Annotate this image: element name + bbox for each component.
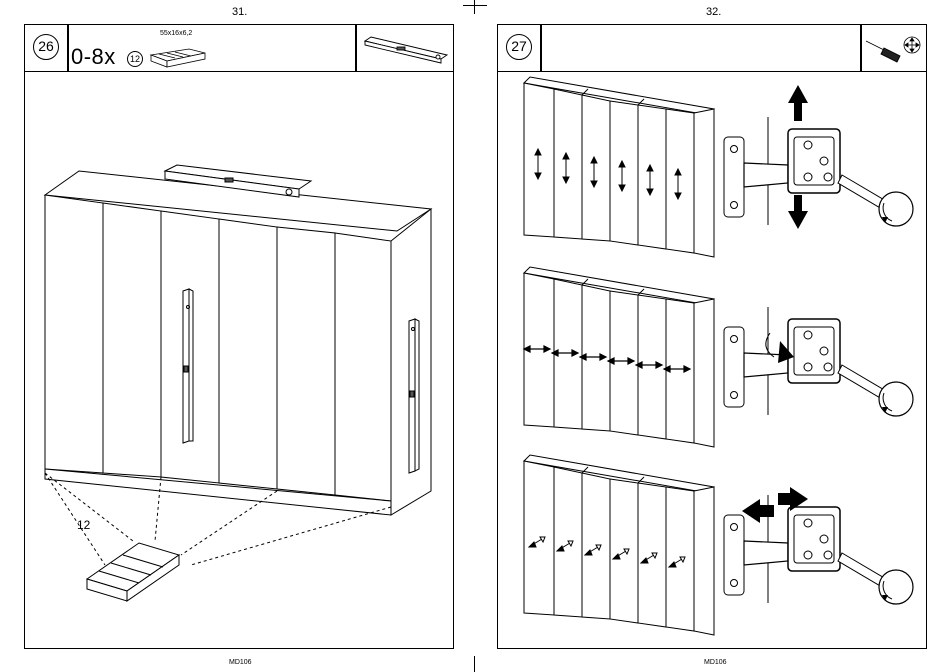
step-panel: 26 0-8x 12 55x16x6,2 [24, 24, 454, 649]
wardrobe-illustration [25, 71, 455, 649]
step-panel: 27 [497, 24, 927, 649]
part-ref: 12 [127, 51, 143, 67]
adjustment-row-depth [524, 455, 913, 635]
spirit-level-icon [361, 31, 451, 67]
shim-stack-icon [149, 39, 209, 69]
step-number: 26 [33, 34, 59, 60]
adjustment-row-vertical [524, 77, 913, 257]
page-footer: MD106 [704, 659, 727, 666]
part-dimensions: 55x16x6,2 [160, 30, 192, 37]
page-number: 31. [232, 6, 247, 18]
adjustment-row-horizontal [524, 267, 913, 447]
shim-stack-detail [87, 543, 179, 601]
page-number: 32. [706, 6, 721, 18]
page-footer: MD106 [229, 659, 252, 666]
quantity-label: 0-8x [71, 44, 116, 70]
step-header: 26 0-8x 12 55x16x6,2 [25, 25, 453, 72]
callout-label: 12 [77, 518, 90, 532]
adjustment-illustrations [498, 25, 928, 650]
crop-mark [474, 656, 475, 672]
crop-mark [463, 5, 487, 6]
crop-mark [474, 0, 475, 14]
